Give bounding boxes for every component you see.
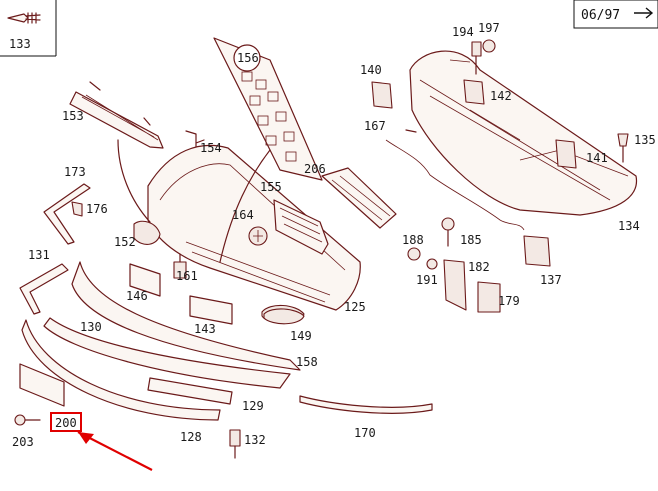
part-173 — [43, 183, 91, 245]
label-153: 153 — [62, 109, 84, 123]
part-137 — [523, 235, 551, 267]
label-129: 129 — [242, 399, 264, 413]
label-156: 156 — [237, 51, 259, 65]
label-203: 203 — [12, 435, 34, 449]
next-page-arrow-icon[interactable] — [634, 7, 654, 19]
label-131: 131 — [28, 248, 50, 262]
page-ref-label[interactable]: 06/97 — [581, 8, 620, 23]
label-137: 137 — [540, 273, 562, 287]
part-135 — [617, 133, 629, 163]
label-182: 182 — [468, 260, 490, 274]
pointer-line-153 — [117, 139, 151, 223]
label-143: 143 — [194, 322, 216, 336]
page-ref-box[interactable] — [573, 0, 658, 29]
label-132: 132 — [244, 433, 266, 447]
part-134 — [409, 50, 638, 216]
part-132 — [229, 429, 241, 459]
part-153 — [69, 81, 164, 149]
label-141: 141 — [586, 151, 608, 165]
part-200 — [19, 363, 65, 407]
part-128 — [21, 319, 221, 421]
label-149: 149 — [290, 329, 312, 343]
label-135: 135 — [634, 133, 656, 147]
label-152: 152 — [114, 235, 136, 249]
part-167 — [385, 139, 525, 231]
highlight-arrowhead-icon — [78, 432, 94, 444]
label-179: 179 — [498, 294, 520, 308]
label-146: 146 — [126, 289, 148, 303]
part-149 — [263, 308, 305, 325]
label-133: 133 — [9, 37, 31, 51]
label-173: 173 — [64, 165, 86, 179]
highlight-box — [50, 412, 82, 432]
label-194: 194 — [452, 25, 474, 39]
label-154: 154 — [200, 141, 222, 155]
label-130: 130 — [80, 320, 102, 334]
clip-icon — [7, 12, 41, 24]
corner-box-133 — [0, 0, 57, 57]
part-194 — [471, 41, 482, 75]
part-188 — [407, 247, 421, 261]
part-176 — [71, 201, 83, 217]
part-140 — [371, 81, 393, 109]
label-185: 185 — [460, 233, 482, 247]
wire-connector — [405, 129, 417, 133]
part-131 — [19, 263, 69, 315]
part-130 — [71, 261, 301, 371]
part-143 — [189, 295, 233, 325]
label-158: 158 — [296, 355, 318, 369]
label-142: 142 — [490, 89, 512, 103]
label-155: 155 — [260, 180, 282, 194]
part-203 — [14, 414, 41, 426]
part-191 — [426, 258, 438, 270]
label-128: 128 — [180, 430, 202, 444]
label-134: 134 — [618, 219, 640, 233]
label-167: 167 — [364, 119, 386, 133]
part-182 — [443, 259, 467, 311]
part-155 — [273, 199, 329, 255]
label-188: 188 — [402, 233, 424, 247]
part-125 — [147, 144, 361, 324]
part-185 — [441, 217, 455, 247]
part-146 — [129, 263, 161, 297]
part-158 — [43, 317, 291, 389]
part-197 — [482, 39, 496, 53]
part-170 — [299, 395, 433, 414]
label-164: 164 — [232, 208, 254, 222]
label-176: 176 — [86, 202, 108, 216]
part-161 — [173, 253, 187, 279]
pointer-line-164 — [219, 149, 271, 263]
label-170: 170 — [354, 426, 376, 440]
part-206 — [321, 167, 397, 229]
label-161: 161 — [176, 269, 198, 283]
label-125: 125 — [344, 300, 366, 314]
part-152 — [133, 220, 161, 245]
part-154 — [185, 130, 205, 153]
part-129 — [147, 377, 233, 405]
label-206: 206 — [304, 162, 326, 176]
label-197: 197 — [478, 21, 500, 35]
part-179 — [477, 281, 501, 313]
label-140: 140 — [360, 63, 382, 77]
part-141 — [555, 139, 577, 169]
part-156 — [213, 37, 323, 181]
label-191: 191 — [416, 273, 438, 287]
part-142 — [463, 79, 485, 105]
label-200: 200 — [55, 416, 77, 430]
